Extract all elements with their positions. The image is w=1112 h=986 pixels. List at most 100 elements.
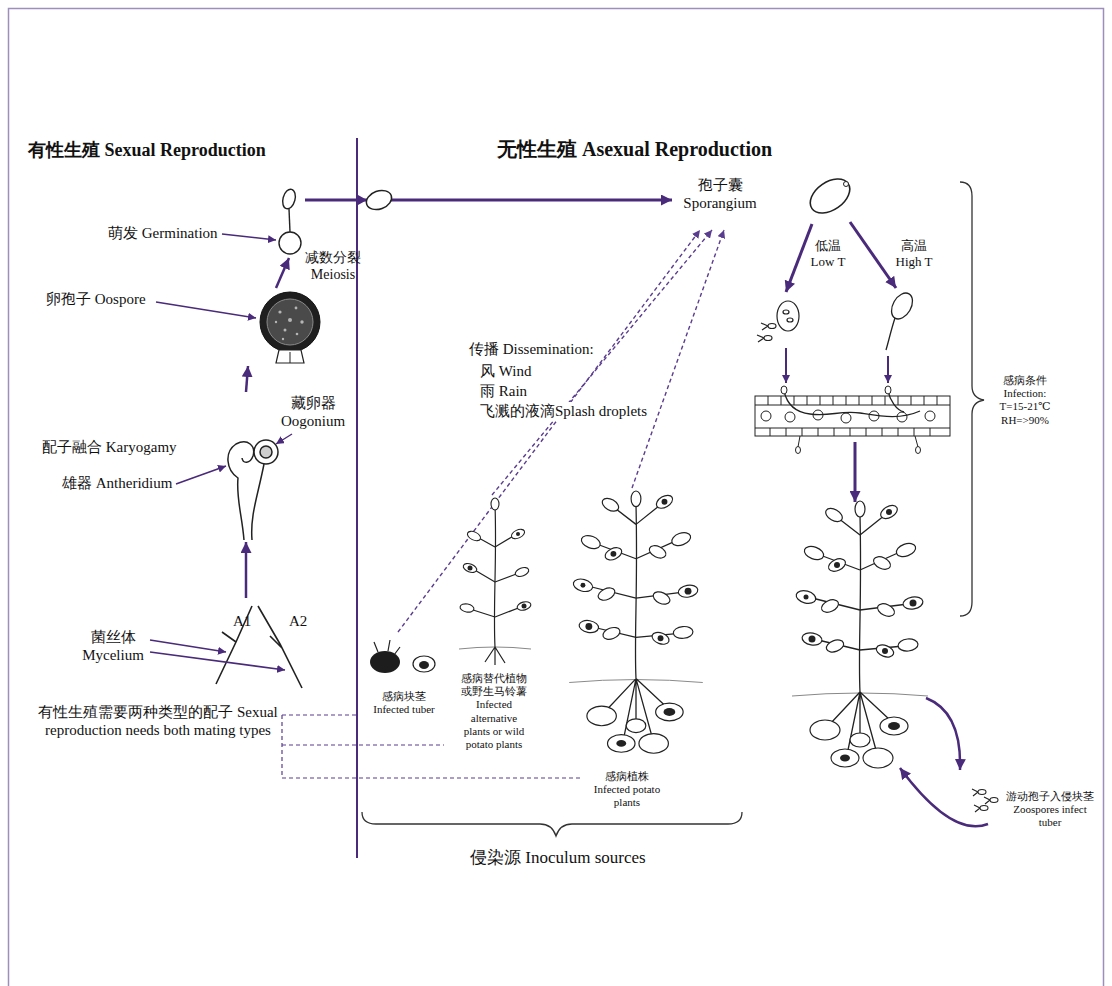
sporangium-stage: 孢子囊 Sporangium <box>672 172 865 230</box>
oospore-part <box>275 307 304 341</box>
section-divider <box>356 138 358 858</box>
inoculum-source: 感病植株 Infected potato plants <box>565 488 707 812</box>
zoospores-part <box>978 790 986 795</box>
leader-arrow <box>150 652 285 670</box>
zoospores-part <box>972 789 990 812</box>
oospore-part <box>290 352 291 363</box>
zoospore-release-part <box>757 323 768 342</box>
small-sporangium-part <box>358 195 367 205</box>
node-label: 藏卵器 Oogonium <box>280 394 346 430</box>
node-label: 感病块茎 Infected tuber <box>364 690 444 716</box>
infected-tuber <box>370 640 435 673</box>
life-cycle-arrow <box>276 258 289 288</box>
leaf-section-part <box>755 428 950 436</box>
infected-tuber-part <box>413 656 435 672</box>
node-label: 配子融合 Karyogamy <box>42 438 177 456</box>
mycelium-stage: 菌丝体 Mycelium A1 A2 <box>75 598 310 690</box>
gametangia-part <box>228 442 254 540</box>
inoculum-brace <box>362 812 742 836</box>
mating-note: 有性生殖需要两种类型的配子 Sexual reproduction needs … <box>38 703 278 739</box>
germinating-oospore-part <box>279 232 301 254</box>
leaf-section-part <box>755 396 950 436</box>
leaf-section-part <box>841 413 851 423</box>
zoospores-part <box>980 806 988 811</box>
node-label: A2 <box>289 612 307 630</box>
dissemination-note: 传播 Dissemination: <box>467 340 596 358</box>
infected-tuber-part <box>370 651 400 673</box>
oospore-part-part <box>295 307 298 310</box>
oospore-part-part <box>282 338 284 340</box>
small-sporangium <box>358 187 394 213</box>
oospore-part-part <box>278 310 281 313</box>
temperature-label: 高温 High T <box>892 238 936 269</box>
oospore-part <box>276 350 304 363</box>
leaf-section <box>755 386 950 454</box>
temperature-label: 低温 Low T <box>808 238 848 269</box>
gametangia-stage: 藏卵器 Oogonium 配子融合 Karyogamy 雄器 Antheridium <box>40 392 348 542</box>
leaf-section-part <box>781 386 787 394</box>
oospore <box>260 292 320 363</box>
oospore-part-part <box>288 318 292 322</box>
germination-stage: 萌发 Germination <box>100 188 305 258</box>
leader-arrow <box>222 234 276 240</box>
dissemination-note: 飞溅的液滴Splash droplets <box>478 402 649 420</box>
bracket-label: 侵染源 Inoculum sources <box>470 848 646 868</box>
germinating-oospore <box>279 188 301 254</box>
node-label: 孢子囊 Sporangium <box>680 176 760 212</box>
leaf-section-part <box>897 412 907 422</box>
node-label: 菌丝体 Mycelium <box>80 628 146 664</box>
zoospore-release-part <box>768 324 776 329</box>
gametangia-part <box>252 464 264 540</box>
section-heading: 无性生殖 Asexual Reproduction <box>497 137 772 161</box>
leaf-section-part <box>761 411 771 421</box>
zoospore-release <box>757 301 799 342</box>
inoculum-source: 感病替代植物或野生马铃薯 Infected alternative plants… <box>446 495 546 757</box>
zoospore-release-part <box>783 310 789 314</box>
leaf-section-part <box>796 447 801 454</box>
zoospore-release-part <box>787 318 793 322</box>
leaf-section-part <box>925 411 935 421</box>
leader-arrow <box>156 302 256 318</box>
leader-arrow <box>150 640 226 652</box>
life-cycle-arrow <box>245 542 248 598</box>
page-frame <box>9 9 1104 986</box>
zoospores <box>972 789 998 812</box>
infection-arrow <box>887 356 889 383</box>
gametangia-part <box>260 446 272 458</box>
zoospores-part <box>990 798 998 803</box>
germ-tube-sporangium-part <box>886 318 895 350</box>
oospore-part-part <box>275 321 277 323</box>
stage-note: 减数分裂 Meiosis <box>302 250 364 284</box>
inoculum-source: 感病块茎 Infected tuber <box>362 632 446 724</box>
curved-arrow <box>926 698 960 770</box>
leaf-section-part <box>916 447 921 454</box>
leader-arrow <box>176 466 226 484</box>
gametangia-part <box>254 440 278 464</box>
node-label: A1 <box>233 612 251 630</box>
germinating-oospore-part <box>281 188 298 210</box>
mating-type-dashes-part <box>282 715 582 778</box>
leaf-section-part <box>784 391 920 417</box>
mating-type-dashes <box>282 715 582 778</box>
disease-arrow <box>854 442 857 502</box>
curved-arrow <box>900 768 988 826</box>
high-temp-arrow <box>850 222 896 288</box>
oospore-part <box>260 292 320 352</box>
leaf-section-part <box>885 386 891 394</box>
gametangia <box>228 440 278 540</box>
node-label: 感病替代植物或野生马铃薯 Infected alternative plants… <box>460 672 528 751</box>
connector-group <box>246 200 724 632</box>
oospore-part <box>267 299 313 345</box>
dissemination-arrow <box>398 230 700 632</box>
small-sporangium-part <box>364 187 395 213</box>
low-temp-arrow <box>786 224 812 292</box>
oospore-part-part <box>300 320 303 323</box>
node-label: 萌发 Germination <box>108 224 218 242</box>
potato-plant <box>569 491 703 753</box>
oospore-part-part <box>296 333 299 336</box>
infected-tuber-part <box>419 661 429 669</box>
node-label: 雄器 Antheridium <box>62 474 172 492</box>
germ-tube-sporangium <box>886 289 917 350</box>
infection-conditions: 感病条件 Infection: T=15-21℃ RH=>90% <box>992 374 1058 427</box>
